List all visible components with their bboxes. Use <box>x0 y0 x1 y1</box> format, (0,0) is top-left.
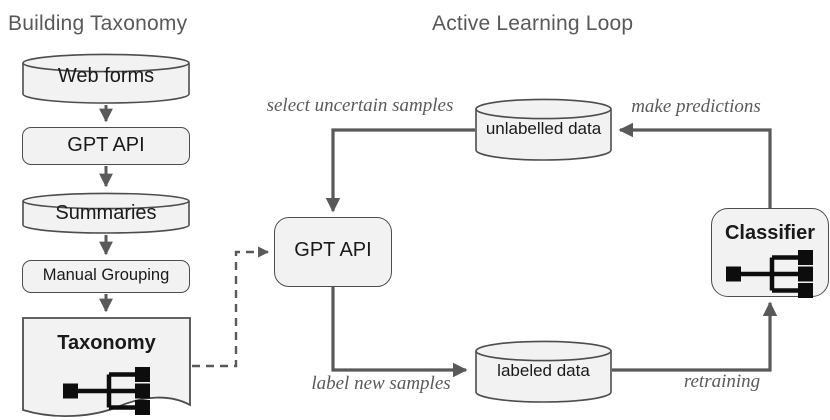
rounded-box-shape <box>274 217 392 287</box>
edge-label-label-new-samples: label new samples <box>311 373 451 394</box>
classifier-label: Classifier <box>724 222 816 244</box>
cylinder-shape <box>22 192 190 234</box>
hierarchy-tree-icon <box>63 367 150 415</box>
taxonomy-label: Taxonomy <box>57 332 156 354</box>
arrow-gptapi-to-labeled-data <box>331 287 468 378</box>
gpt-api-left-label: GPT API <box>67 134 145 156</box>
dashed-arrow-taxonomy-to-gptapi <box>192 246 270 368</box>
section-title-active-learning-loop: Active Learning Loop <box>432 12 634 35</box>
manual-grouping-label: Manual Grouping <box>42 266 170 284</box>
web-forms-node: Web forms <box>22 53 190 104</box>
gpt-api-node-left: GPT API <box>22 127 190 165</box>
unlabelled-data-node: unlabelled data <box>475 98 612 161</box>
edge-label-select-uncertain-samples: select uncertain samples <box>266 95 454 116</box>
rounded-box-shape <box>22 260 190 293</box>
gpt-api-right-label: GPT API <box>294 239 372 261</box>
arrow-labeled-data-to-classifier <box>612 301 778 372</box>
labeled-data-label: labeled data <box>497 361 590 380</box>
web-forms-label: Web forms <box>57 65 155 87</box>
cylinder-shape <box>22 53 190 104</box>
summaries-label: Summaries <box>55 202 157 224</box>
arrow-classifier-to-unlabelled <box>618 122 772 208</box>
section-title-building-taxonomy: Building Taxonomy <box>8 12 188 35</box>
cylinder-shape <box>475 98 612 161</box>
manual-grouping-node: Manual Grouping <box>22 260 190 293</box>
rounded-box-shape <box>22 127 190 165</box>
summaries-node: Summaries <box>22 192 190 234</box>
gpt-api-node-right: GPT API <box>274 217 392 287</box>
taxonomy-document-node: Taxonomy <box>22 317 191 419</box>
cylinder-shape <box>475 340 612 403</box>
hierarchy-tree-icon <box>726 250 813 298</box>
arrow-unlabelled-to-gptapi-select <box>325 128 475 213</box>
edge-label-retraining: retraining <box>683 371 761 392</box>
classifier-node: Classifier <box>711 208 829 298</box>
edge-label-make-predictions: make predictions <box>631 96 761 117</box>
labeled-data-node: labeled data <box>475 340 612 403</box>
unlabelled-data-label: unlabelled data <box>485 119 602 138</box>
